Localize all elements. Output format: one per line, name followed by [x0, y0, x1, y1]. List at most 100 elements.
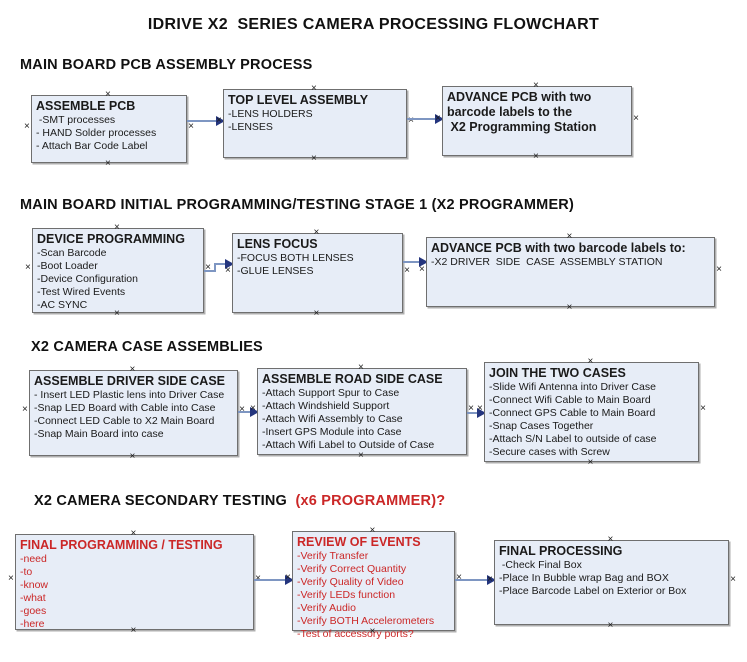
section-header-black-part: X2 CAMERA SECONDARY TESTING [34, 493, 296, 509]
box-line: -Place In Bubble wrap Bag and BOX [499, 572, 669, 584]
flow-box-top-level-assembly[interactable]: TOP LEVEL ASSEMBLY -LENS HOLDERS -LENSES [223, 89, 407, 158]
box-line: -Attach Wifi Assembly to Case [262, 413, 403, 425]
section-header-case-assemblies: X2 CAMERA CASE ASSEMBLIES [31, 339, 263, 355]
connector-lensfocus-to-advance[interactable] [403, 257, 428, 267]
flow-box-advance-pcb-programming-station[interactable]: ADVANCE PCB with two barcode labels to t… [442, 86, 632, 156]
box-line: -Secure cases with Screw [489, 446, 610, 458]
connector-segment [204, 270, 216, 272]
box-title: REVIEW OF EVENTS [297, 535, 421, 549]
section-header-initial-programming: MAIN BOARD INITIAL PROGRAMMING/TESTING S… [20, 197, 575, 213]
box-line: -Verify Transfer [297, 550, 369, 562]
box-line: - Insert LED Plastic lens into Driver Ca… [34, 389, 225, 401]
box-line: - HAND Solder processes [36, 127, 157, 139]
box-line: -AC SYNC [37, 299, 88, 311]
box-line: -Snap Main Board into case [34, 428, 164, 440]
section-header-red-part: (x6 PROGRAMMER)? [295, 493, 446, 509]
arrowhead-icon [419, 257, 428, 267]
connection-handle-icon [730, 575, 736, 585]
box-line: -Attach S/N Label to outside of case [489, 433, 657, 445]
connection-handle-icon [716, 265, 722, 275]
arrowhead-icon [487, 575, 496, 585]
connection-handle-icon [314, 309, 320, 319]
box-title: JOIN THE TWO CASES [489, 366, 626, 380]
box-line: -Connect GPS Cable to Main Board [489, 407, 656, 419]
page-title: IDRIVE X2 SERIES CAMERA PROCESSING FLOWC… [147, 16, 600, 33]
section-header-secondary-testing: X2 CAMERA SECONDARY TESTING (x6 PROGRAMM… [34, 493, 445, 509]
flow-box-final-processing[interactable]: FINAL PROCESSING -Check Final Box -Place… [494, 540, 729, 625]
connection-handle-icon [130, 452, 136, 462]
box-line: -FOCUS BOTH LENSES [237, 252, 354, 264]
connection-handle-icon [533, 152, 539, 162]
box-line: -LENSES [228, 121, 273, 133]
connection-handle-icon [8, 574, 14, 584]
box-title: FINAL PROCESSING [499, 544, 623, 558]
box-line: -X2 DRIVER SIDE CASE ASSEMBLY STATION [431, 256, 663, 268]
flow-box-device-programming[interactable]: DEVICE PROGRAMMING -Scan Barcode -Boot L… [32, 228, 204, 313]
box-title: ASSEMBLE DRIVER SIDE CASE [34, 374, 226, 388]
flow-box-advance-pcb-driver-side[interactable]: ADVANCE PCB with two barcode labels to: … [426, 237, 715, 307]
connection-handle-icon [188, 122, 194, 132]
connection-handle-icon [105, 159, 111, 169]
flow-box-assemble-driver-side-case[interactable]: ASSEMBLE DRIVER SIDE CASE - Insert LED P… [29, 370, 238, 456]
box-line: -LENS HOLDERS [228, 108, 313, 120]
flow-box-assemble-road-side-case[interactable]: ASSEMBLE ROAD SIDE CASE -Attach Support … [257, 368, 467, 455]
connector-review-to-finalprocessing[interactable] [455, 575, 496, 585]
box-line: -Check Final Box [499, 559, 582, 571]
arrowhead-icon [225, 259, 234, 269]
connection-handle-icon [633, 114, 639, 124]
box-title: TOP LEVEL ASSEMBLY [228, 93, 369, 107]
connector-assemble-to-toplevel[interactable] [187, 116, 225, 126]
box-title: ASSEMBLE ROAD SIDE CASE [262, 372, 443, 386]
box-line: -Snap Cases Together [489, 420, 594, 432]
box-line: -Snap LED Board with Cable into Case [34, 402, 216, 414]
box-line: -Verify LEDs function [297, 589, 396, 601]
flow-box-assemble-pcb[interactable]: ASSEMBLE PCB -SMT processes - HAND Solde… [31, 95, 187, 163]
connection-handle-icon [22, 405, 28, 415]
box-title: FINAL PROGRAMMING / TESTING [20, 538, 223, 552]
box-line: -Insert GPS Module into Case [262, 426, 402, 438]
connector-toplevel-to-advance[interactable] [407, 114, 444, 124]
box-line: -Verify Audio [297, 602, 356, 614]
connector-segment [214, 263, 232, 265]
arrowhead-icon [477, 408, 486, 418]
connector-roadside-to-join[interactable] [467, 408, 486, 418]
box-line: -Scan Barcode [37, 247, 107, 259]
flow-box-review-of-events[interactable]: REVIEW OF EVENTS -Verify Transfer -Verif… [292, 531, 455, 640]
connector-segment [214, 264, 216, 272]
connection-handle-icon [700, 404, 706, 414]
connector-driverside-to-roadside[interactable] [238, 407, 259, 417]
box-line: -what [20, 592, 46, 604]
box-title: DEVICE PROGRAMMING [37, 232, 185, 246]
box-line: -Verify BOTH Accelerometers [297, 615, 435, 627]
arrowhead-icon [285, 575, 294, 585]
box-line: -here [20, 618, 45, 630]
box-title: ADVANCE PCB with two barcode labels to t… [447, 90, 597, 134]
connection-handle-icon [25, 263, 31, 273]
box-title: ADVANCE PCB with two barcode labels to: [431, 241, 686, 255]
box-line: -Attach Wifi Label to Outside of Case [262, 439, 435, 451]
box-line: -Connect LED Cable to X2 Main Board [34, 415, 215, 427]
box-line: -Boot Loader [37, 260, 98, 272]
box-line: -Verify Correct Quantity [297, 563, 407, 575]
box-line: -GLUE LENSES [237, 265, 314, 277]
flow-box-final-programming-testing[interactable]: FINAL PROGRAMMING / TESTING -need -to -k… [15, 534, 254, 630]
box-line: -Test of accessory ports? [297, 628, 414, 640]
flow-box-lens-focus[interactable]: LENS FOCUS -FOCUS BOTH LENSES -GLUE LENS… [232, 233, 403, 313]
box-line: -Attach Support Spur to Case [262, 387, 400, 399]
box-line: -Device Configuration [37, 273, 138, 285]
box-line: -Connect Wifi Cable to Main Board [489, 394, 651, 406]
arrowhead-icon [435, 114, 444, 124]
connector-programming-to-lensfocus[interactable] [204, 259, 234, 273]
arrowhead-icon [216, 116, 225, 126]
box-line: -Verify Quality of Video [297, 576, 404, 588]
box-line: -Attach Windshield Support [262, 400, 390, 412]
connector-finalprog-to-review[interactable] [254, 575, 294, 585]
connection-handle-icon [24, 122, 30, 132]
box-title: LENS FOCUS [237, 237, 318, 251]
box-title: ASSEMBLE PCB [36, 99, 136, 113]
box-line: -Slide Wifi Antenna into Driver Case [489, 381, 656, 393]
box-line: -goes [20, 605, 47, 617]
connection-handle-icon [311, 154, 317, 164]
flow-box-join-the-two-cases[interactable]: JOIN THE TWO CASES -Slide Wifi Antenna i… [484, 362, 699, 462]
